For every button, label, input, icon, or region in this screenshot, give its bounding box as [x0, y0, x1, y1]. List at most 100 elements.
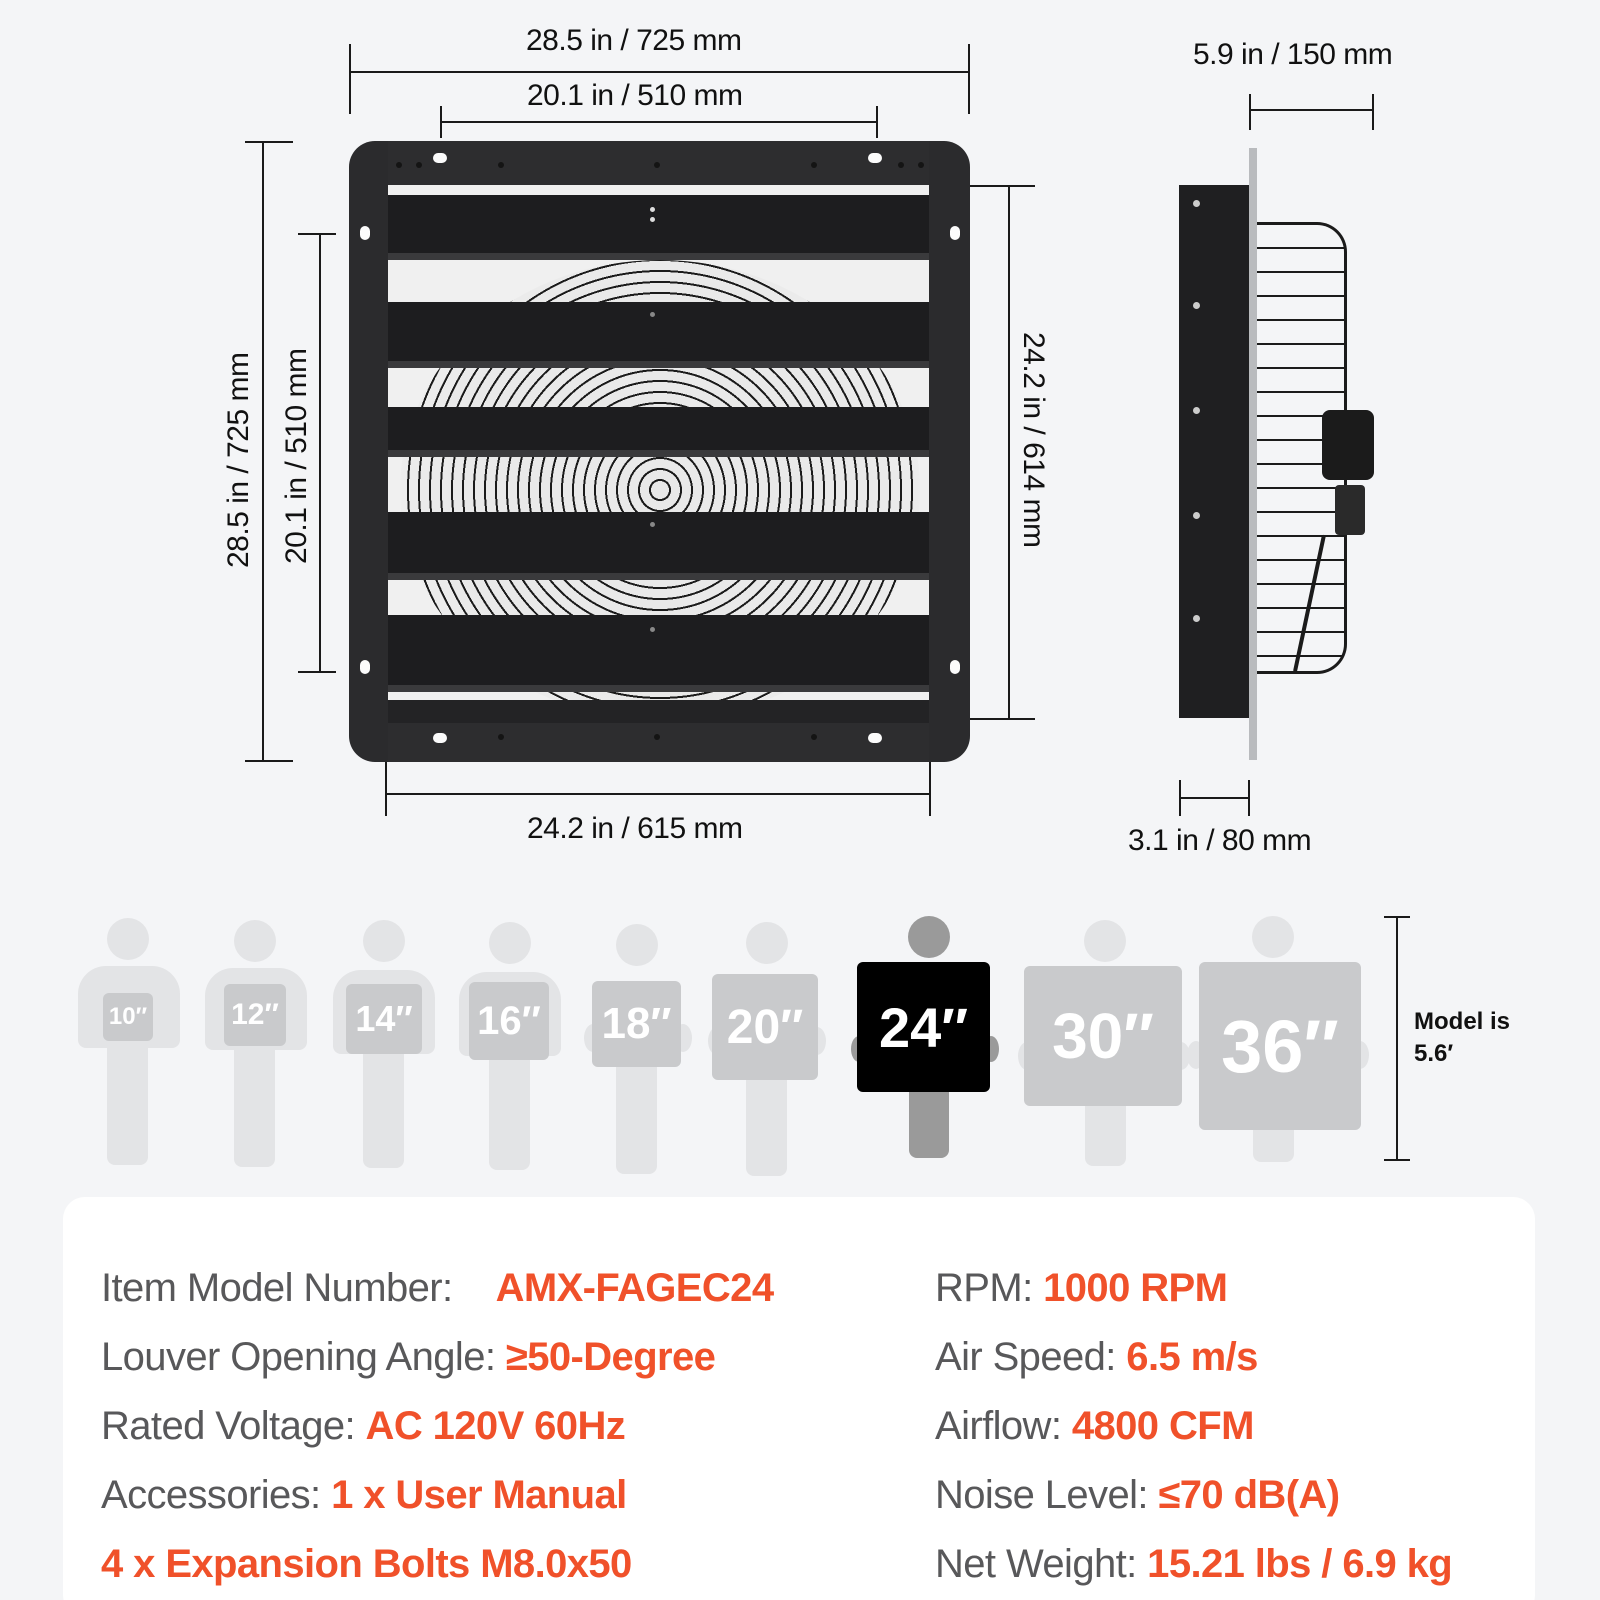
spec-accessories: Accessories: 1 x User Manual — [101, 1473, 627, 1518]
opening-width-label: 24.2 in / 615 mm — [527, 812, 743, 845]
figure-head — [107, 918, 149, 960]
rivet — [811, 162, 817, 168]
fan-junction-box — [1335, 485, 1365, 535]
dimension-tick — [385, 748, 387, 816]
spec-model-number: Item Model Number: AMX-FAGEC24 — [101, 1266, 775, 1311]
outer-width-label: 28.5 in / 725 mm — [526, 24, 742, 57]
spec-value: ≥50-Degree — [505, 1335, 716, 1379]
spec-accessories-continued: 4 x Expansion Bolts M8.0x50 — [101, 1542, 632, 1587]
rivet — [1193, 615, 1200, 622]
dimension-line — [262, 141, 264, 762]
figure-head — [1084, 920, 1126, 962]
louver-pin — [650, 312, 655, 317]
rivet — [1193, 512, 1200, 519]
dimension-tick — [943, 718, 1035, 720]
rivet — [918, 162, 924, 168]
size-board: 10″ — [103, 993, 153, 1041]
spec-card — [63, 1197, 1535, 1600]
spec-label: Item Model Number: — [101, 1266, 453, 1310]
figure-head — [363, 920, 405, 962]
spec-value: 15.21 lbs / 6.9 kg — [1147, 1542, 1453, 1586]
rivet — [811, 734, 817, 740]
figure-legs — [363, 1050, 404, 1168]
figure-legs — [1085, 1100, 1126, 1166]
spec-label: Accessories: — [101, 1473, 321, 1517]
spec-value: 1 x User Manual — [331, 1473, 627, 1517]
rivet — [654, 162, 660, 168]
dimension-tick — [245, 760, 293, 762]
figure-head — [489, 922, 531, 964]
spec-value: 1000 RPM — [1043, 1266, 1228, 1310]
figure-legs — [616, 1054, 657, 1174]
spec-value: 4 x Expansion Bolts M8.0x50 — [101, 1542, 632, 1586]
mounting-hole — [868, 153, 882, 163]
figure-legs — [107, 1043, 148, 1165]
mounting-hole — [360, 660, 370, 674]
spec-label: Air Speed: — [935, 1335, 1116, 1379]
size-board: 18″ — [592, 981, 681, 1067]
louver-blade — [388, 195, 929, 260]
dimension-line — [1179, 797, 1250, 799]
dimension-tick — [1249, 94, 1251, 130]
spec-label: RPM: — [935, 1266, 1033, 1310]
spec-net-weight: Net Weight: 15.21 lbs / 6.9 kg — [935, 1542, 1453, 1587]
rivet — [396, 162, 402, 168]
louver-pin — [650, 522, 655, 527]
outer-height-label: 28.5 in / 725 mm — [222, 352, 255, 568]
mounting-hole — [950, 660, 960, 674]
mounting-hole — [433, 153, 447, 163]
figure-head — [616, 924, 658, 966]
rivet — [498, 734, 504, 740]
dimension-tick — [298, 671, 336, 673]
spec-label: Noise Level: — [935, 1473, 1149, 1517]
spec-value: AMX-FAGEC24 — [495, 1266, 775, 1310]
size-board: 30″ — [1024, 966, 1182, 1106]
figure-legs — [234, 1045, 275, 1167]
frame-bottom-strip — [388, 723, 929, 762]
spec-value: AC 120V 60Hz — [365, 1404, 626, 1448]
rivet — [1193, 407, 1200, 414]
louver-blade — [388, 615, 929, 692]
figure-legs — [489, 1052, 530, 1170]
dimension-tick — [1372, 94, 1374, 130]
spec-rpm: RPM: 1000 RPM — [935, 1266, 1228, 1311]
fan-side-housing — [1179, 185, 1249, 718]
louver-pin — [650, 627, 655, 632]
dimension-tick — [968, 44, 970, 114]
rivet — [416, 162, 422, 168]
spec-airflow: Airflow: 4800 CFM — [935, 1404, 1254, 1449]
dimension-line — [349, 71, 970, 73]
figure-head — [234, 920, 276, 962]
louver-blade — [388, 407, 929, 457]
dimension-tick — [298, 233, 336, 235]
spec-value: 4800 CFM — [1071, 1404, 1255, 1448]
spec-louver-angle: Louver Opening Angle: ≥50-Degree — [101, 1335, 716, 1380]
dimension-line — [319, 233, 321, 673]
model-note-line2: 5.6′ — [1414, 1040, 1454, 1067]
inner-width-label: 20.1 in / 510 mm — [527, 79, 743, 112]
spec-value: 6.5 m/s — [1126, 1335, 1258, 1379]
mounting-hole — [433, 733, 447, 743]
side-depth-label: 5.9 in / 150 mm — [1193, 38, 1393, 71]
inner-height-label: 20.1 in / 510 mm — [280, 348, 313, 564]
figure-head — [746, 922, 788, 964]
rivet — [1193, 200, 1200, 207]
model-height-note: Model is 5.6′ — [1414, 1006, 1510, 1070]
mounting-hole — [868, 733, 882, 743]
figure-head — [1252, 916, 1294, 958]
dimension-tick — [349, 44, 351, 114]
dimension-tick — [943, 185, 1035, 187]
spec-value: ≤70 dB(A) — [1158, 1473, 1340, 1517]
rivet — [498, 162, 504, 168]
dimension-line — [440, 121, 878, 123]
dimension-tick — [245, 141, 293, 143]
spec-noise-level: Noise Level: ≤70 dB(A) — [935, 1473, 1340, 1518]
size-board: 36″ — [1199, 962, 1361, 1130]
louver-blade — [388, 700, 929, 725]
spec-rated-voltage: Rated Voltage: AC 120V 60Hz — [101, 1404, 626, 1449]
mounting-hole — [360, 226, 370, 240]
size-board: 16″ — [469, 982, 549, 1060]
rivet — [1193, 302, 1200, 309]
size-board: 20″ — [712, 974, 818, 1080]
spec-label: Rated Voltage: — [101, 1404, 356, 1448]
